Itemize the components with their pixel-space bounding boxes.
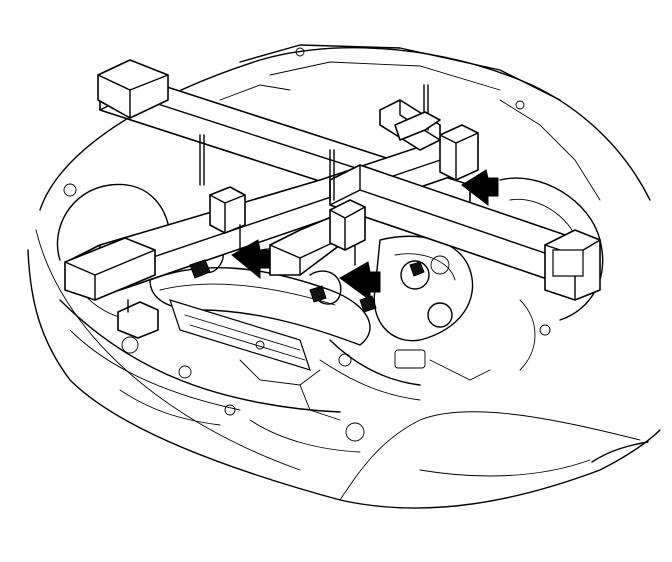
vehicle-body	[27, 44, 661, 509]
arrow-1-icon	[231, 239, 271, 280]
arrow-3-icon	[461, 169, 499, 207]
engine-detail-shading	[189, 259, 425, 313]
engine-assembly	[149, 235, 491, 421]
support-fixture	[64, 59, 601, 339]
